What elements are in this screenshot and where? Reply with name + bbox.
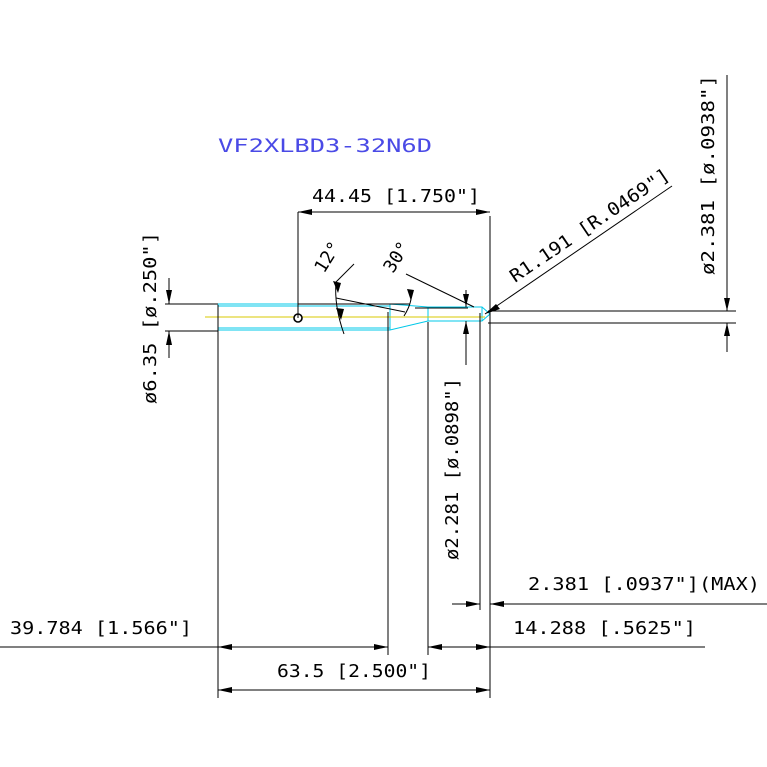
dimension-lines: [0, 75, 767, 693]
cutting-diameter-label: ø2.381 [ø.0938"]: [698, 75, 719, 275]
extension-lines: [165, 212, 736, 698]
shank-length-label: 39.784 [1.566"]: [10, 618, 192, 639]
corner-radius-label: R1.191 [R.0469"]: [506, 165, 674, 288]
overall-length-label: 63.5 [2.500"]: [277, 661, 431, 682]
part-number-title: VF2XLBD3-32N6D: [218, 135, 432, 157]
taper-angle-30-label: 30°: [379, 238, 414, 277]
shank-diameter-label: ø6.35 [ø.250"]: [140, 232, 161, 404]
taper-angle-12-label: 12°: [310, 238, 345, 277]
max-length-label: 2.381 [.0937"](MAX): [528, 574, 760, 595]
flute-length-label: 44.45 [1.750"]: [312, 186, 480, 207]
neck-diameter-label: ø2.281 [ø.0898"]: [442, 378, 463, 560]
neck-length-label: 14.288 [.5625"]: [513, 618, 696, 639]
